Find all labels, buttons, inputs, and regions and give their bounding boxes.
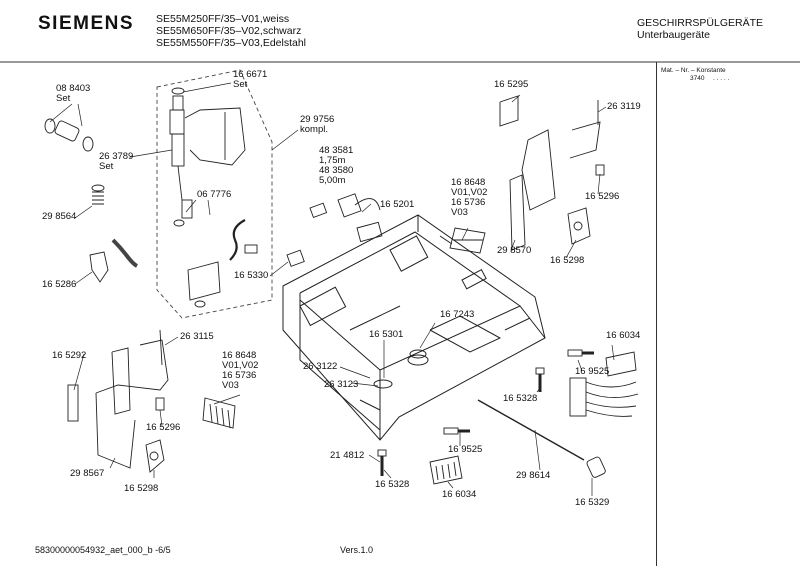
fill-valve-assembly (169, 87, 258, 308)
part-label-298570: 29 8570 (497, 245, 532, 256)
part-label-263122: 26 3122 (303, 361, 338, 372)
base-tub (282, 214, 546, 441)
document-id: 58300000054932_aet_000_b -6/5 (35, 545, 171, 555)
part-label-166034-bottom: 16 6034 (442, 489, 477, 500)
cable-connector (286, 193, 383, 267)
part-label-166034-right: 16 6034 (606, 330, 641, 341)
part-label-169525-right: 16 9525 (575, 366, 610, 377)
category-title: GESCHIRRSPÜLGERÄTE (637, 17, 764, 29)
part-label-298614: 29 8614 (516, 470, 551, 481)
part-label-067776: 06 7776 (197, 189, 232, 200)
part-label-167243: 16 7243 (440, 309, 475, 320)
part-label-165286: 16 5286 (42, 279, 77, 290)
screws (377, 349, 594, 476)
part-label-165296-left: 16 5296 (146, 422, 181, 433)
part-label-298564: 29 8564 (42, 211, 77, 222)
sidebar-dots: . . . . . (713, 75, 730, 82)
part-label-165298-left: 16 5298 (124, 483, 159, 494)
spring (91, 184, 105, 205)
part-label-169525-bottom: 16 9525 (448, 444, 483, 455)
part-label-165328-right: 16 5328 (503, 393, 538, 404)
sidebar-heading: Mat. – Nr. – Konstante (661, 67, 726, 74)
left-bracket (67, 329, 236, 473)
clamp-set (44, 118, 94, 152)
sidebar-value: 3740 (690, 75, 705, 82)
part-label-165201: 16 5201 (380, 199, 415, 210)
part-label-165295: 16 5295 (494, 79, 529, 90)
siemens-logo: SIEMENS (38, 13, 135, 34)
model-line-2: SE55M650FF/35–V02,schwarz (156, 25, 302, 37)
part-label-165301: 16 5301 (369, 329, 404, 340)
part-label-165292: 16 5292 (52, 350, 87, 361)
leader-lines (49, 82, 615, 496)
part-label-165298-top: 16 5298 (550, 255, 585, 266)
part-label-263123: 26 3123 (324, 379, 359, 390)
part-label-214812: 21 4812 (330, 450, 365, 461)
part-label-165329: 16 5329 (575, 497, 610, 508)
part-label-263115: 26 3115 (180, 331, 214, 342)
part-label-263119: 26 3119 (607, 101, 641, 112)
version-label: Vers.1.0 (340, 545, 374, 555)
model-line-1: SE55M250FF/35–V01,weiss (156, 13, 290, 25)
part-label-165328-bottom: 16 5328 (375, 479, 410, 490)
subcategory-title: Unterbaugeräte (637, 29, 710, 41)
wire-harness (429, 351, 639, 485)
right-bracket (499, 95, 605, 251)
part-label-165330: 16 5330 (234, 270, 269, 281)
model-line-3: SE55M550FF/35–V03,Edelstahl (156, 37, 307, 49)
part-label-298567: 29 8567 (70, 468, 105, 479)
material-sidebar: Mat. – Nr. – Konstante 3740 . . . . . (656, 62, 800, 566)
part-label-165296-top: 16 5296 (585, 191, 620, 202)
